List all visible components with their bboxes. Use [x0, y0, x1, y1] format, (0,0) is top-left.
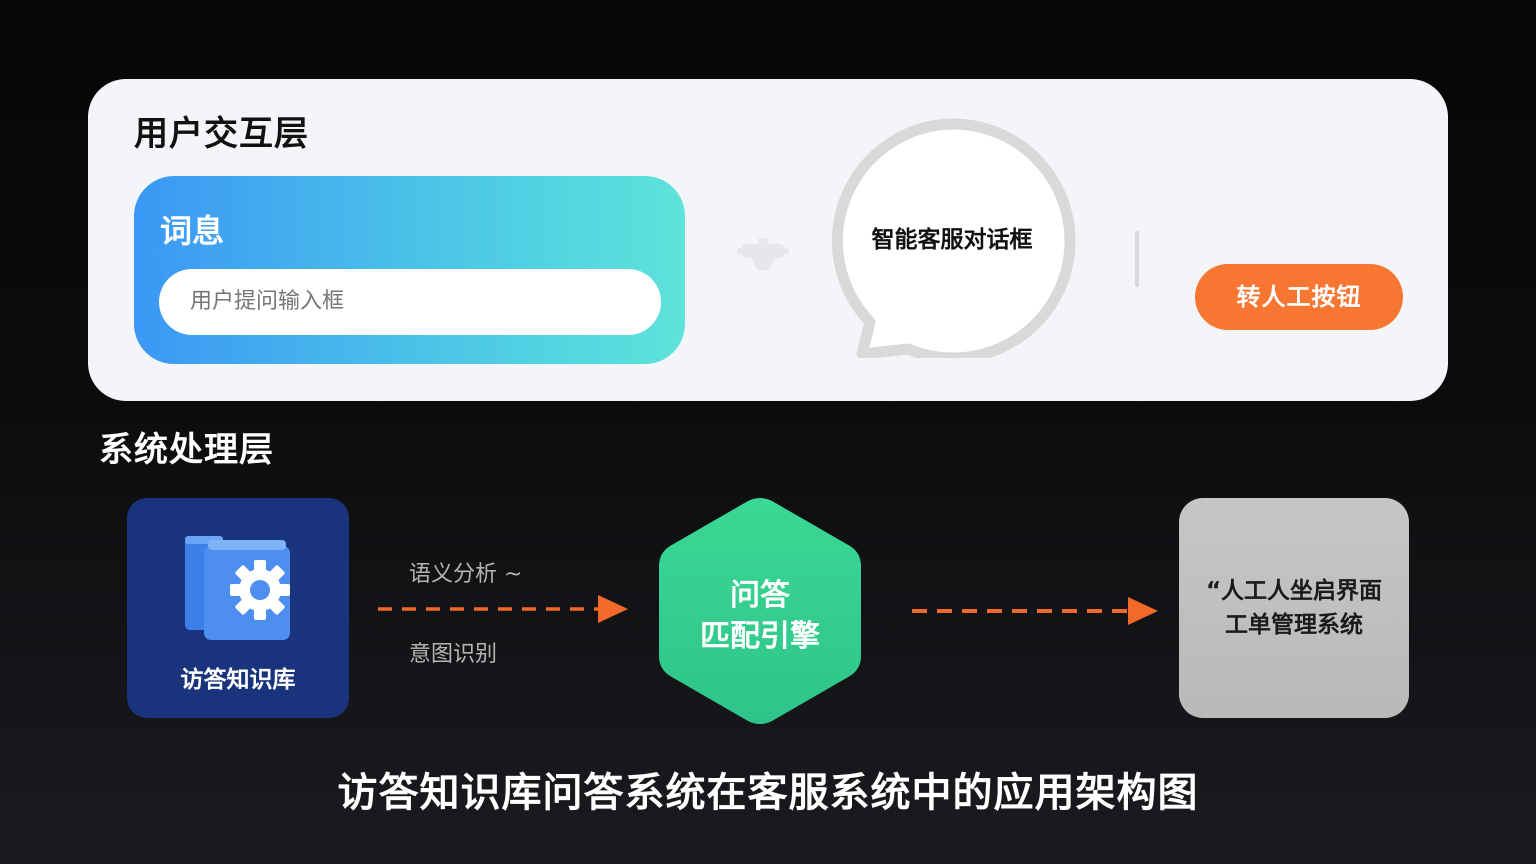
flow-arrow-engine-to-ticket: [912, 597, 1158, 625]
divider: [1135, 231, 1139, 287]
diagram-caption: 访答知识库问答系统在客服系统中的应用架构图: [337, 770, 1199, 816]
qa-matching-engine-node: [659, 498, 861, 724]
ticket-system-node: “人工人坐启界面 工单管理系统: [1179, 498, 1409, 718]
knowledge-base-node: 访答知识库: [127, 498, 349, 718]
transfer-to-human-button[interactable]: 转人工按钮: [1195, 264, 1403, 330]
knowledge-base-label: 访答知识库: [180, 667, 296, 693]
semantic-analysis-label: 语义分析 ~: [409, 562, 523, 587]
input-panel-title: 词息: [160, 212, 225, 250]
ticket-label-line-2: 工单管理系统: [1225, 612, 1363, 638]
books-gear-icon: [185, 536, 290, 640]
ticket-label-line-1: “人工人坐启界面: [1205, 578, 1383, 604]
system-layer-title: 系统处理层: [99, 430, 274, 470]
user-layer-title: 用户交互层: [134, 114, 309, 154]
robot-icon: [737, 238, 789, 270]
question-input-panel: 词息 用户提问输入框: [134, 176, 685, 364]
question-input[interactable]: 用户提问输入框: [159, 269, 661, 335]
ticket-system-label: “人工人坐启界面 工单管理系统: [1179, 574, 1409, 642]
qa-matching-engine-label: 问答 匹配引擎: [658, 575, 862, 657]
engine-label-line-2: 匹配引擎: [700, 619, 820, 654]
chat-dialog-label: 智能客服对话框: [871, 227, 1033, 253]
speech-bubble-icon: [831, 118, 1076, 358]
engine-label-line-1: 问答: [730, 578, 790, 613]
flow-arrow-kb-to-engine: [378, 595, 628, 623]
intent-recognition-label: 意图识别: [409, 642, 498, 667]
